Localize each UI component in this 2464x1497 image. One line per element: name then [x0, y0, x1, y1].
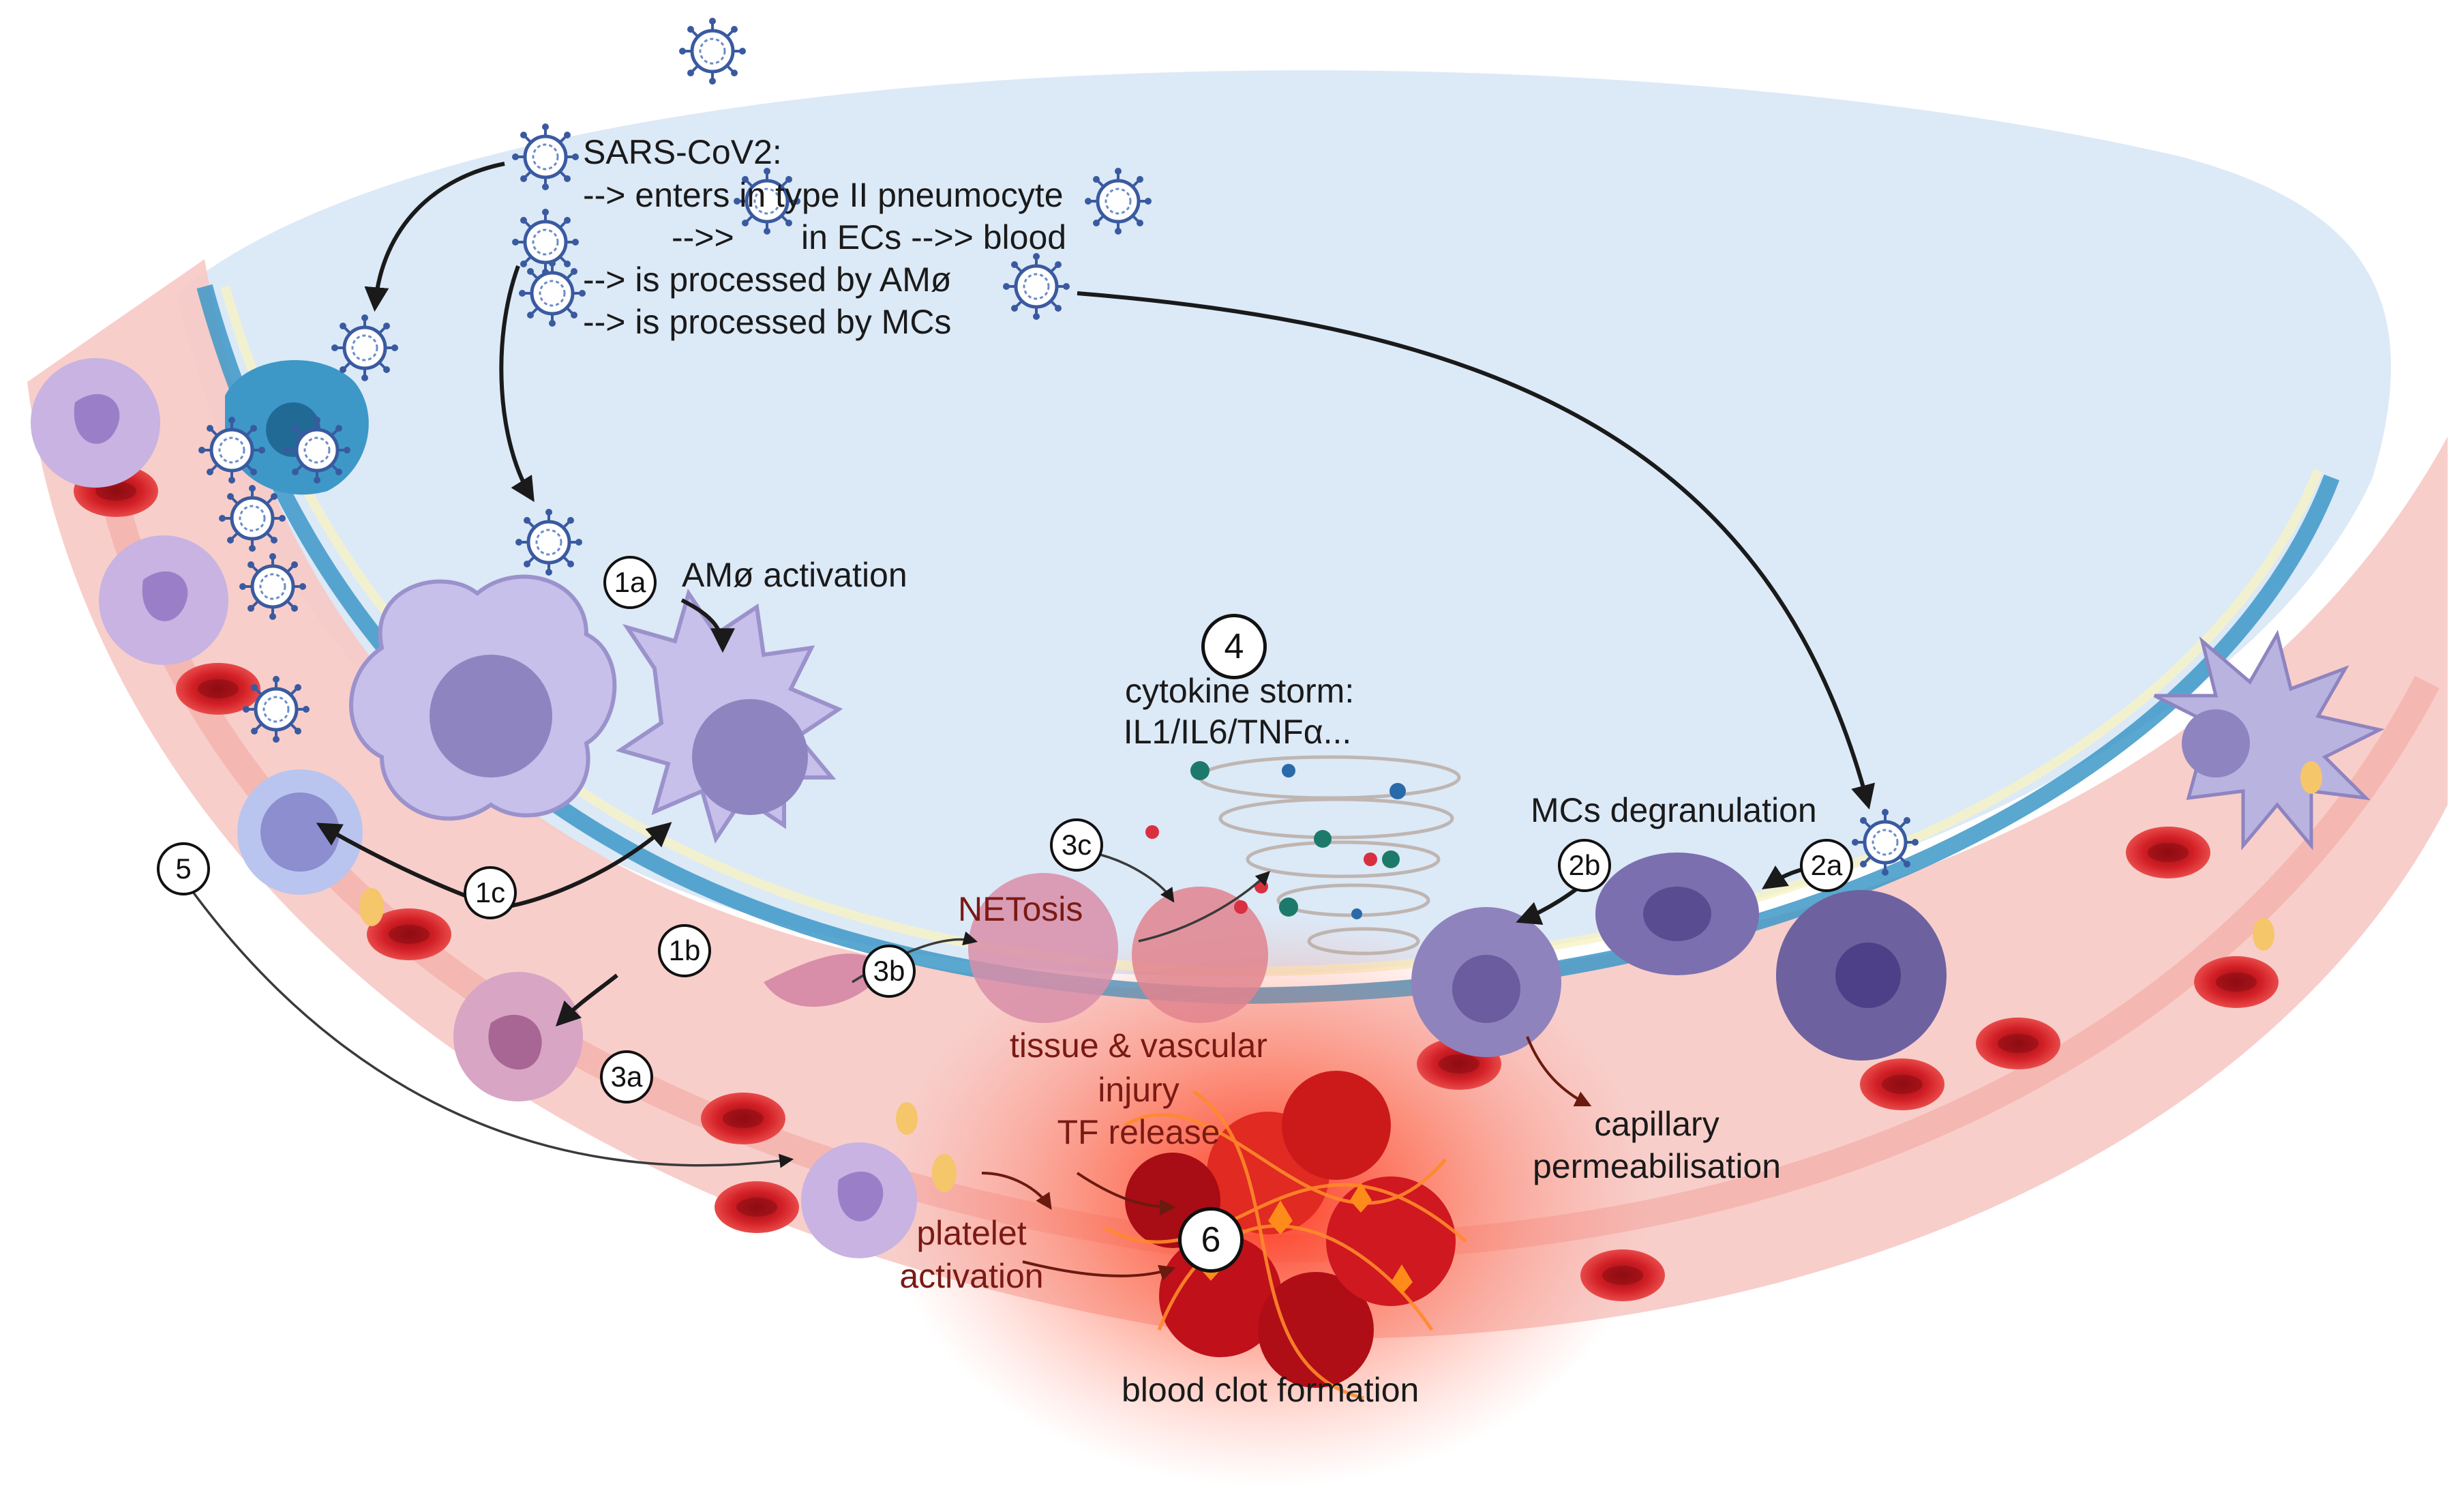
- sars-line-ecs: in ECs -->> blood: [801, 218, 1067, 256]
- platelet-label-line1: platelet: [916, 1214, 1027, 1252]
- step-6-badge: 6: [1178, 1207, 1244, 1273]
- red-arrows: [981, 1036, 1592, 1281]
- blood-clot: [1103, 1071, 1467, 1400]
- sars-title: SARS-CoV2:: [583, 133, 782, 171]
- step-1c-badge: 1c: [464, 866, 517, 919]
- platelets: [359, 761, 2322, 1192]
- capillary-label-line1: capillary: [1594, 1105, 1719, 1143]
- blood-clot-label: blood clot formation: [1122, 1371, 1419, 1409]
- neutrophils-netosis: [764, 873, 1268, 1023]
- tissue-injury-label-line2: injury: [1098, 1071, 1180, 1109]
- step-1b-badge: 1b: [658, 924, 711, 977]
- step-3b-badge: 3b: [862, 945, 916, 998]
- platelet-label-line2: activation: [899, 1257, 1044, 1295]
- step-3c-badge: 3c: [1050, 818, 1103, 872]
- cytokine-storm-label-line1: cytokine storm:: [1125, 672, 1355, 710]
- tissue-injury-label-line1: tissue & vascular: [1010, 1026, 1267, 1065]
- mast-cells: [1411, 853, 1947, 1061]
- right-immune-cell: [2153, 629, 2385, 850]
- process-arrows: [316, 162, 1876, 1027]
- sars-line-ecs-prefix: -->>: [672, 218, 734, 256]
- alveolar-macrophage-resting: [349, 574, 617, 821]
- sars-line-amo: --> is processed by AMø: [583, 261, 952, 299]
- tf-release-label: TF release: [1057, 1113, 1220, 1151]
- capillary-label-line2: permeabilisation: [1532, 1147, 1782, 1185]
- cytokine-dots: [1145, 761, 1406, 919]
- step-4-badge: 4: [1201, 614, 1267, 679]
- step-2a-badge: 2a: [1800, 839, 1853, 892]
- step-3a-badge: 3a: [600, 1050, 653, 1103]
- leukocytes: [31, 358, 917, 1258]
- mcs-degranulation-label: MCs degranulation: [1531, 791, 1817, 829]
- step-1a-badge: 1a: [603, 556, 657, 609]
- sars-line-enters: --> enters in type II pneumocyte: [583, 176, 1064, 214]
- netosis-label: NETosis: [958, 890, 1083, 928]
- step-5-badge: 5: [157, 842, 210, 895]
- amo-activation-label: AMø activation: [682, 556, 907, 594]
- alveolar-macrophage-activated: [615, 588, 843, 844]
- sars-line-mcs: --> is processed by MCs: [583, 303, 952, 341]
- step-2b-badge: 2b: [1558, 839, 1611, 892]
- cytokine-storm-label-line2: IL1/IL6/TNFα...: [1123, 713, 1352, 751]
